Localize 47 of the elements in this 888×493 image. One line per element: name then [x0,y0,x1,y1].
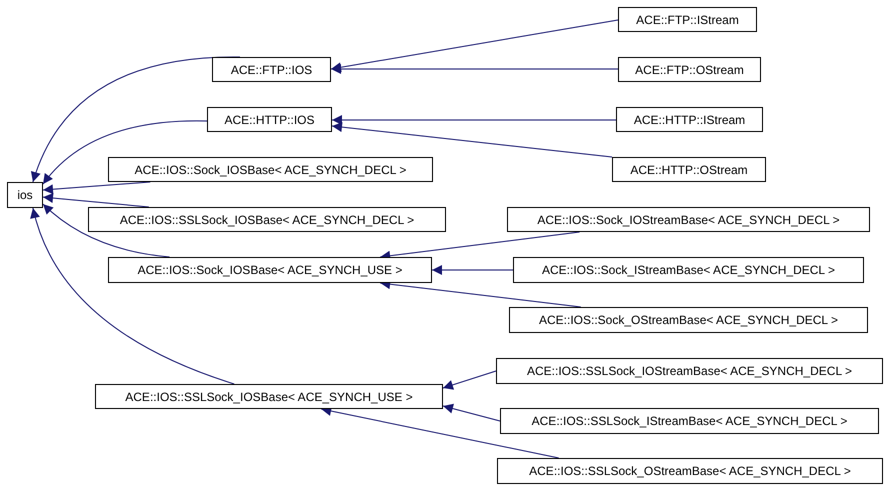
class-name: ACE::IOS::SSLSock_IOSBase< ACE_SYNCH_USE > [125,388,413,406]
class-box [95,384,443,409]
inheritance-arrow [42,193,150,208]
inheritance-arrow [42,204,170,258]
class-box [497,458,883,484]
inheritance-arrow [332,122,612,158]
class-name: ACE::IOS::Sock_IOStreamBase< ACE_SYNCH_DECL > [537,212,840,228]
class-box [496,358,883,384]
class-box [212,57,331,82]
class-box [7,182,43,208]
class-name: ACE::IOS::Sock_IOSBase< ACE_SYNCH_USE > [138,262,402,279]
class-box [612,157,766,182]
inheritance-arrow [42,120,208,185]
inheritance-arrow [32,56,240,182]
class-box [507,207,870,232]
class-name: ACE::IOS::SSLSock_IOStreamBase< ACE_SYNCH_DECL > [526,363,852,380]
class-name: ios [17,187,33,204]
inheritance-arrow [42,182,151,194]
class-box [88,207,446,232]
class-name: ACE::FTP::IStream [636,12,739,28]
class-name: ACE::HTTP::IOS [224,112,314,128]
class-name: ACE::HTTP::OStream [630,162,748,178]
class-name: ACE::HTTP::IStream [634,112,746,128]
inheritance-arrow [442,404,500,422]
inheritance-arrow [442,370,496,390]
class-name: ACE::IOS::SSLSock_OStreamBase< ACE_SYNCH_DECL > [529,463,851,480]
class-name: ACE::FTP::OStream [635,62,744,78]
class-name: ACE::IOS::Sock_OStreamBase< ACE_SYNCH_DECL > [538,312,838,329]
class-name: ACE::IOS::SSLSock_IStreamBase< ACE_SYNCH_DECL > [532,413,848,430]
inheritance-arrow [330,20,618,72]
class-box [108,157,433,182]
class-box [500,408,879,434]
inheritance-arrow [332,115,616,125]
class-box [513,257,864,283]
class-name: ACE::IOS::Sock_IStreamBase< ACE_SYNCH_DECL > [542,262,835,279]
inheritance-arrow [330,64,618,74]
class-box [618,7,757,32]
inheritance-arrow [30,208,235,384]
class-box [618,57,761,82]
class-box [509,307,868,333]
class-name: ACE::IOS::SSLSock_IOSBase< ACE_SYNCH_DECL > [120,212,414,228]
class-name: ACE::IOS::Sock_IOSBase< ACE_SYNCH_DECL > [134,162,406,178]
class-name: ACE::FTP::IOS [230,62,312,78]
class-box [616,107,763,132]
inheritance-arrow [432,265,514,275]
class-box [108,257,432,283]
class-box [207,107,332,132]
